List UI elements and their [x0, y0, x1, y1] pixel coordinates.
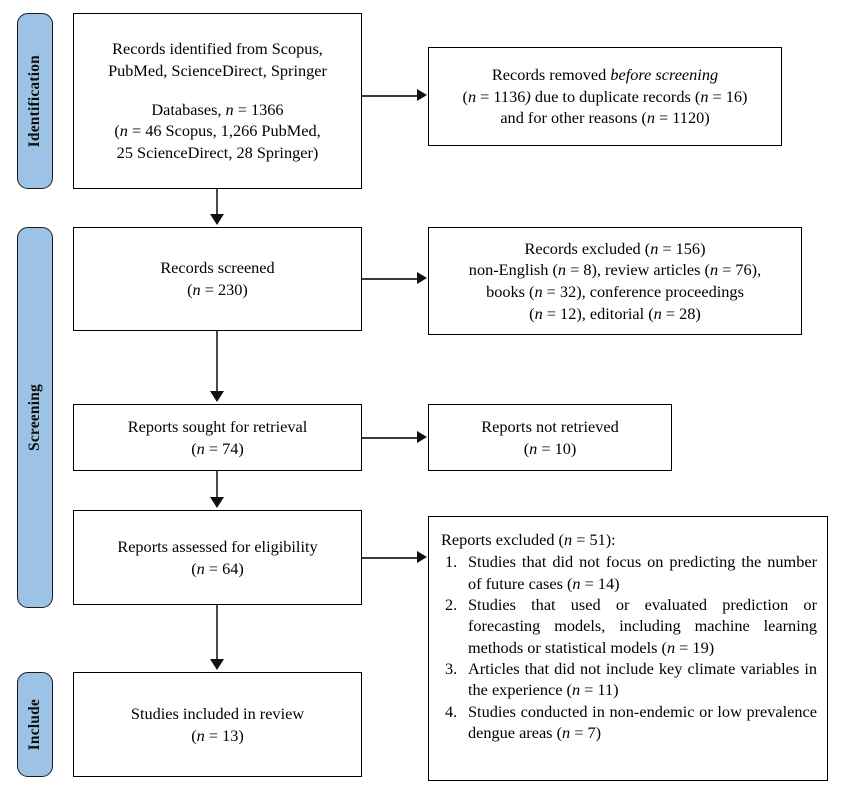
stage-label-screening: Screening [26, 384, 43, 451]
box-reports-not-retrieved: Reports not retrieved (n = 10) [428, 404, 672, 471]
records-identified-line4: (n = 46 Scopus, 1,266 PubMed, [114, 121, 321, 141]
reports-assessed-line1: Reports assessed for eligibility [117, 536, 318, 556]
box-studies-included: Studies included in review (n = 13) [73, 672, 362, 777]
reports-assessed-line2: (n = 64) [191, 558, 244, 578]
records-excluded-line4: (n = 12), editorial (n = 28) [529, 303, 701, 323]
connector-sought-to-not-retrieved [362, 437, 419, 439]
list-item: Studies that used or evaluated predictio… [445, 594, 817, 657]
reports-excluded-lead: Reports excluded (n = 51): [441, 530, 616, 549]
studies-included-line1: Studies included in review [130, 703, 305, 723]
records-excluded-line2: non-English (n = 8), review articles (n … [468, 260, 762, 280]
reports-not-retrieved-line2: (n = 10) [523, 438, 577, 458]
records-removed-line3: and for other reasons (n = 1120) [500, 108, 710, 128]
connector-screened-to-sought [216, 331, 218, 393]
records-excluded-line3: books (n = 32), conference proceedings [486, 282, 744, 301]
stage-label-identification: Identification [26, 54, 43, 148]
stage-pill-identification: Identification [17, 13, 53, 189]
reports-sought-line2: (n = 74) [191, 438, 244, 458]
arrowhead-sought-to-assessed [210, 497, 224, 508]
arrowhead-assessed-to-excluded [417, 551, 427, 563]
records-removed-line1: Records removed before screening [491, 64, 719, 84]
box-records-removed: Records removed before screening (n = 11… [428, 47, 782, 146]
connector-identified-to-removed [362, 95, 419, 97]
records-screened-line2: (n = 230) [187, 280, 248, 299]
connector-assessed-to-included [216, 605, 218, 661]
box-reports-assessed: Reports assessed for eligibility (n = 64… [73, 510, 362, 605]
list-item: Studies that did not focus on predicting… [445, 551, 817, 593]
box-records-excluded: Records excluded (n = 156) non-English (… [428, 227, 802, 335]
stage-pill-screening: Screening [17, 227, 53, 608]
records-identified-line1: Records identified from Scopus, [112, 39, 323, 59]
arrowhead-screened-to-excluded [417, 272, 427, 284]
connector-identified-to-screened [216, 189, 218, 216]
reports-excluded-list: Studies that did not focus on predicting… [441, 551, 817, 743]
connector-screened-to-excluded [362, 278, 419, 280]
records-identified-line5: 25 ScienceDirect, 28 Springer) [116, 143, 319, 163]
records-screened-line1: Records screened [160, 258, 275, 278]
box-reports-sought: Reports sought for retrieval (n = 74) [73, 404, 362, 471]
reports-not-retrieved-line1: Reports not retrieved [481, 416, 619, 436]
reports-sought-line1: Reports sought for retrieval [127, 416, 308, 436]
stage-pill-include: Include [17, 672, 53, 777]
box-reports-excluded: Reports excluded (n = 51): Studies that … [428, 516, 828, 781]
records-excluded-line1: Records excluded (n = 156) [524, 238, 706, 258]
arrowhead-assessed-to-included [210, 659, 224, 670]
records-identified-line3: Databases, n = 1366 [151, 99, 284, 119]
box-records-screened: Records screened (n = 230) [73, 227, 362, 331]
studies-included-line2: (n = 13) [191, 725, 244, 745]
arrowhead-identified-to-removed [417, 89, 427, 101]
connector-sought-to-assessed [216, 471, 218, 499]
stage-label-include: Include [26, 698, 43, 751]
list-item: Studies conducted in non-endemic or low … [445, 701, 817, 742]
records-identified-line2: PubMed, ScienceDirect, Springer [108, 60, 327, 80]
list-item: Articles that did not include key climat… [445, 658, 817, 700]
arrowhead-screened-to-sought [210, 391, 224, 402]
connector-assessed-to-excluded [362, 557, 419, 559]
arrowhead-sought-to-not-retrieved [417, 431, 427, 443]
arrowhead-identified-to-screened [210, 214, 224, 225]
box-records-identified: Records identified from Scopus, PubMed, … [73, 13, 362, 189]
records-removed-line2: (n = 1136) due to duplicate records (n =… [462, 86, 748, 106]
